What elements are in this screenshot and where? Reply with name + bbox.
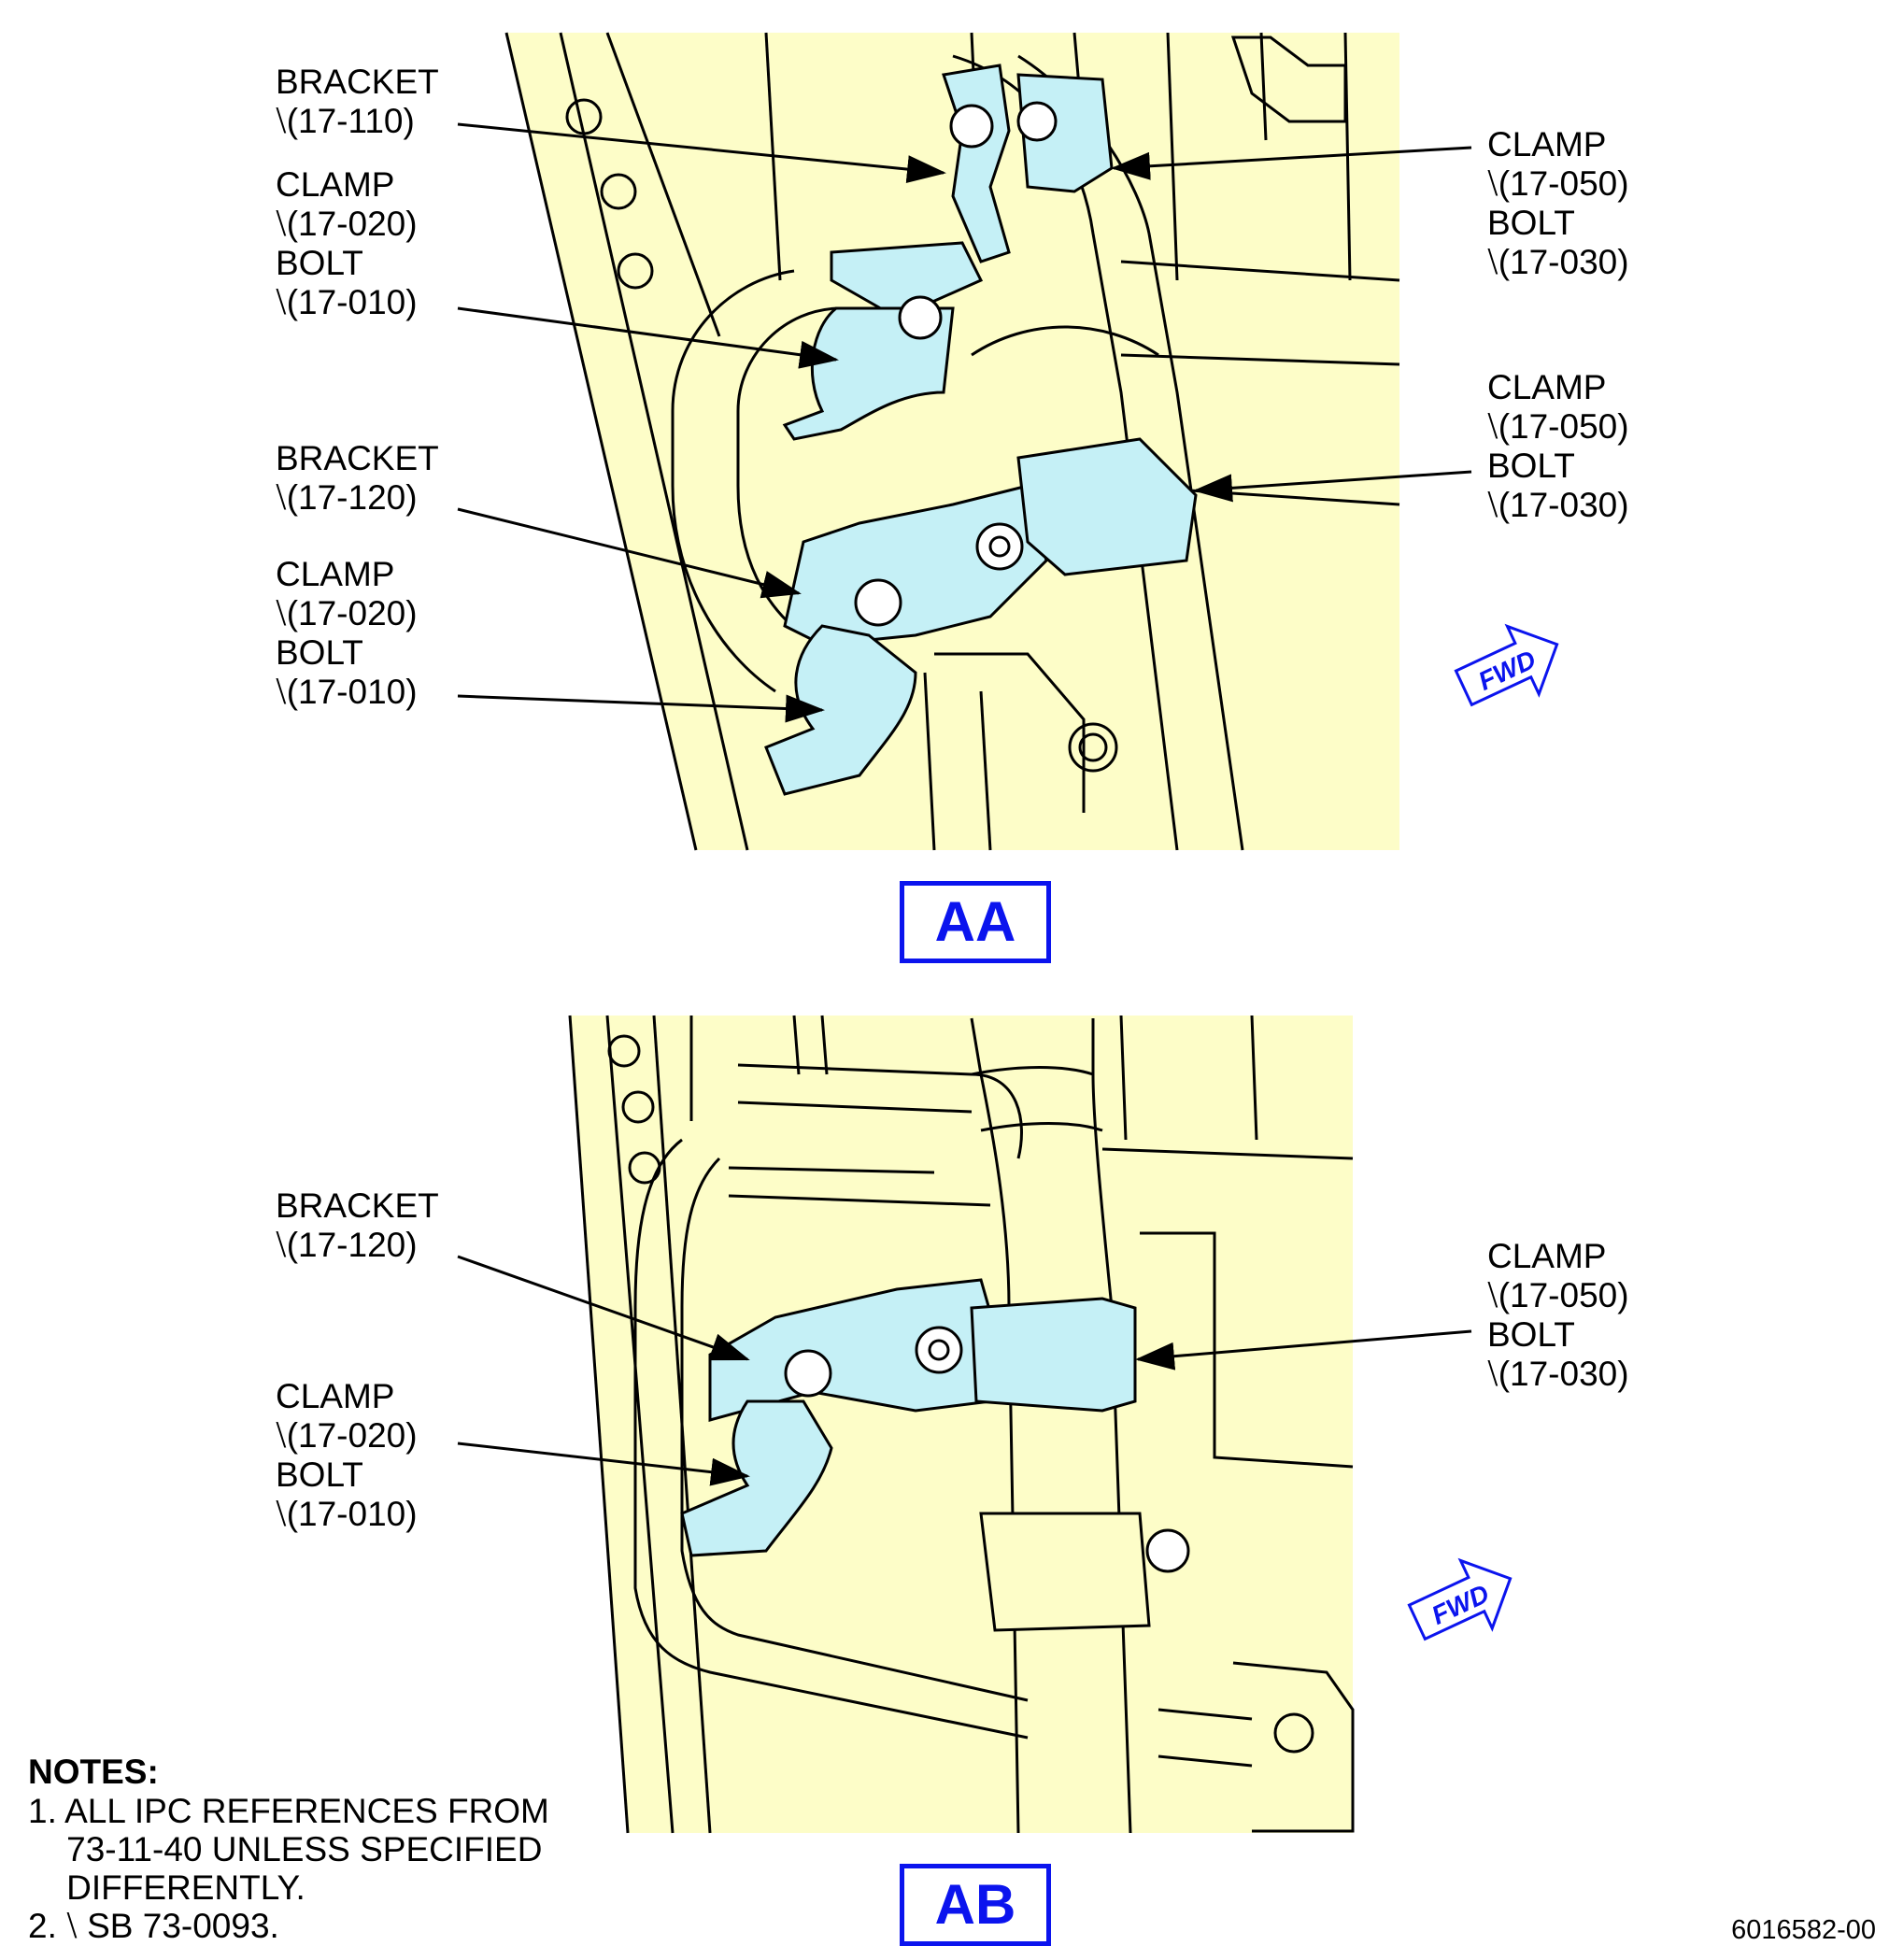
view-ab-structure: [568, 1015, 1355, 1834]
ab-right-clamp: [970, 1297, 1137, 1413]
aa-label-clamp-bolt-lower: CLAMP ⧵(17-020) BOLT ⧵(17-010): [276, 555, 427, 711]
aa-label-bracket-17-120: BRACKET ⧵(17-120): [276, 439, 447, 517]
view-label-ab: AB: [900, 1864, 1051, 1946]
aa-lower-left-clamp: [764, 624, 917, 796]
note-line-2: 73-11-40 UNLESS SPECIFIED: [28, 1830, 543, 1868]
aa-label-clamp-bolt-right-upper: CLAMP ⧵(17-050) BOLT ⧵(17-030): [1487, 125, 1639, 281]
aa-upper-left-bracket: [830, 241, 984, 320]
view-ab-labels: BRACKET ⧵(17-120) CLAMP ⧵(17-020) BOLT ⧵…: [276, 1186, 1639, 1533]
ab-label-bracket-17-120: BRACKET ⧵(17-120): [276, 1186, 447, 1264]
view-ab-fwd-arrow: FWD: [1407, 1557, 1513, 1641]
aa-label-clamp-bolt-right-lower: CLAMP ⧵(17-050) BOLT ⧵(17-030): [1487, 368, 1639, 524]
view-aa-highlighted-parts: [764, 64, 1198, 796]
view-ab-illustration: FWD: [568, 1015, 1513, 1834]
note-line-3: DIFFERENTLY.: [28, 1868, 305, 1907]
view-aa-illustration: FWD: [504, 32, 1559, 851]
view-ab-hardware: [784, 1326, 1190, 1632]
view-ab-background: [570, 1016, 1353, 1833]
view-aa-background: [506, 33, 1399, 850]
view-aa-hardware: [854, 101, 1058, 627]
view-aa-fwd-arrow: FWD: [1454, 623, 1559, 707]
view-ab-leaders: [457, 1255, 1472, 1486]
view-aa-leaders: [457, 122, 1472, 723]
figure-id: 6016582-00: [1731, 1915, 1876, 1945]
aa-lower-bracket: [783, 484, 1048, 646]
notes-title: NOTES:: [28, 1753, 159, 1791]
note-line-1: 1. ALL IPC REFERENCES FROM: [28, 1792, 549, 1830]
aa-lower-right-clamp: [1016, 437, 1198, 576]
view-aa-labels: BRACKET ⧵(17-110) CLAMP ⧵(17-020) BOLT ⧵…: [276, 63, 1639, 711]
view-ab-highlighted-parts: [680, 1278, 1137, 1557]
ab-left-clamp: [680, 1399, 833, 1557]
ab-label-clamp-bolt-right: CLAMP ⧵(17-050) BOLT ⧵(17-030): [1487, 1237, 1639, 1393]
aa-label-bracket-17-110: BRACKET ⧵(17-110): [276, 63, 447, 140]
note-line-4: 2. ⧵ SB 73-0093.: [28, 1907, 279, 1945]
aa-label-clamp-bolt-upper: CLAMP ⧵(17-020) BOLT ⧵(17-010): [276, 165, 427, 321]
ab-label-clamp-bolt-left: CLAMP ⧵(17-020) BOLT ⧵(17-010): [276, 1377, 427, 1533]
view-label-aa: AA: [900, 881, 1051, 963]
